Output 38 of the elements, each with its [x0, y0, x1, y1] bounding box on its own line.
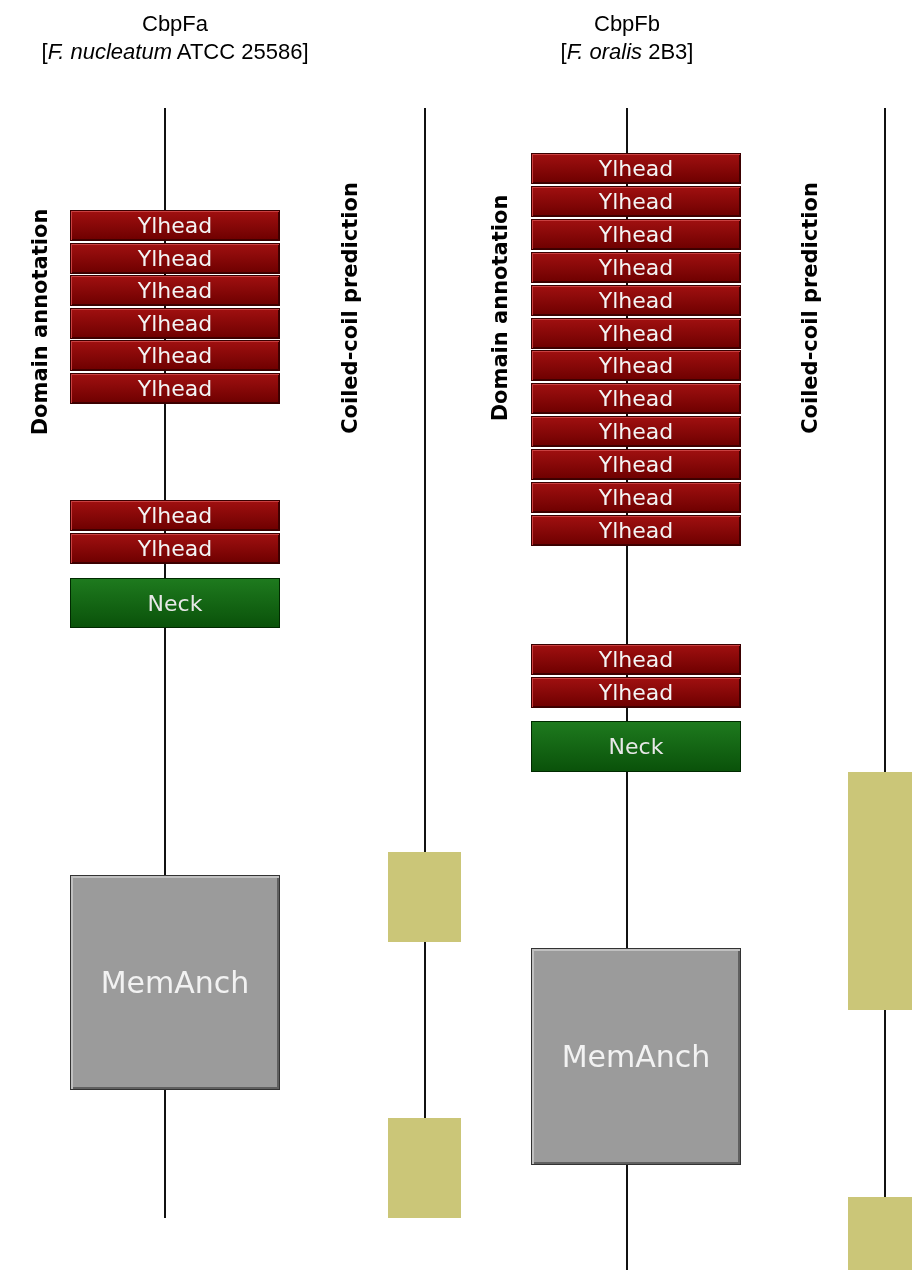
domain-box: Ylhead [531, 449, 741, 481]
protein-title: [F. nucleatum ATCC 25586] [41, 39, 309, 65]
domain-box: Ylhead [531, 677, 741, 708]
domain-box: Ylhead [70, 373, 280, 404]
domain-box: Ylhead [531, 514, 741, 546]
domain-box: Neck [531, 721, 741, 772]
domain-box: Ylhead [70, 500, 280, 531]
domain-box: MemAnch [70, 875, 280, 1090]
domain-box: Ylhead [531, 284, 741, 316]
track-title: Domain annotation [27, 208, 52, 436]
track-title: Coiled-coil prediction [337, 182, 362, 434]
domain-box: Ylhead [531, 218, 741, 250]
domain-box: Ylhead [70, 242, 280, 274]
protein-title: CbpFa [142, 11, 209, 37]
domain-box: Ylhead [531, 644, 741, 675]
domain-box: Ylhead [531, 482, 741, 513]
domain-box: Ylhead [531, 416, 741, 448]
coiled-coil-bar [848, 772, 912, 1010]
track-title: Coiled-coil prediction [797, 182, 822, 434]
domain-box: Ylhead [531, 350, 741, 382]
domain-box: Ylhead [531, 317, 741, 349]
domain-box: Ylhead [70, 275, 280, 307]
protein-title: CbpFb [594, 11, 661, 37]
domain-box: Neck [70, 578, 280, 628]
domain-box: Ylhead [70, 307, 280, 339]
track-title: Domain annotation [487, 194, 512, 422]
domain-box: Ylhead [531, 383, 741, 415]
protein-title: [F. oralis 2B3] [560, 39, 694, 65]
coiled-coil-bar [388, 1118, 461, 1218]
coiled-coil-bar [388, 852, 461, 942]
domain-box: Ylhead [70, 210, 280, 241]
domain-box: Ylhead [531, 153, 741, 184]
domain-box: Ylhead [70, 340, 280, 372]
domain-box: Ylhead [531, 185, 741, 217]
domain-box: MemAnch [531, 948, 741, 1165]
domain-box: Ylhead [531, 251, 741, 283]
domain-box: Ylhead [70, 533, 280, 564]
coiled-coil-bar [848, 1197, 912, 1270]
